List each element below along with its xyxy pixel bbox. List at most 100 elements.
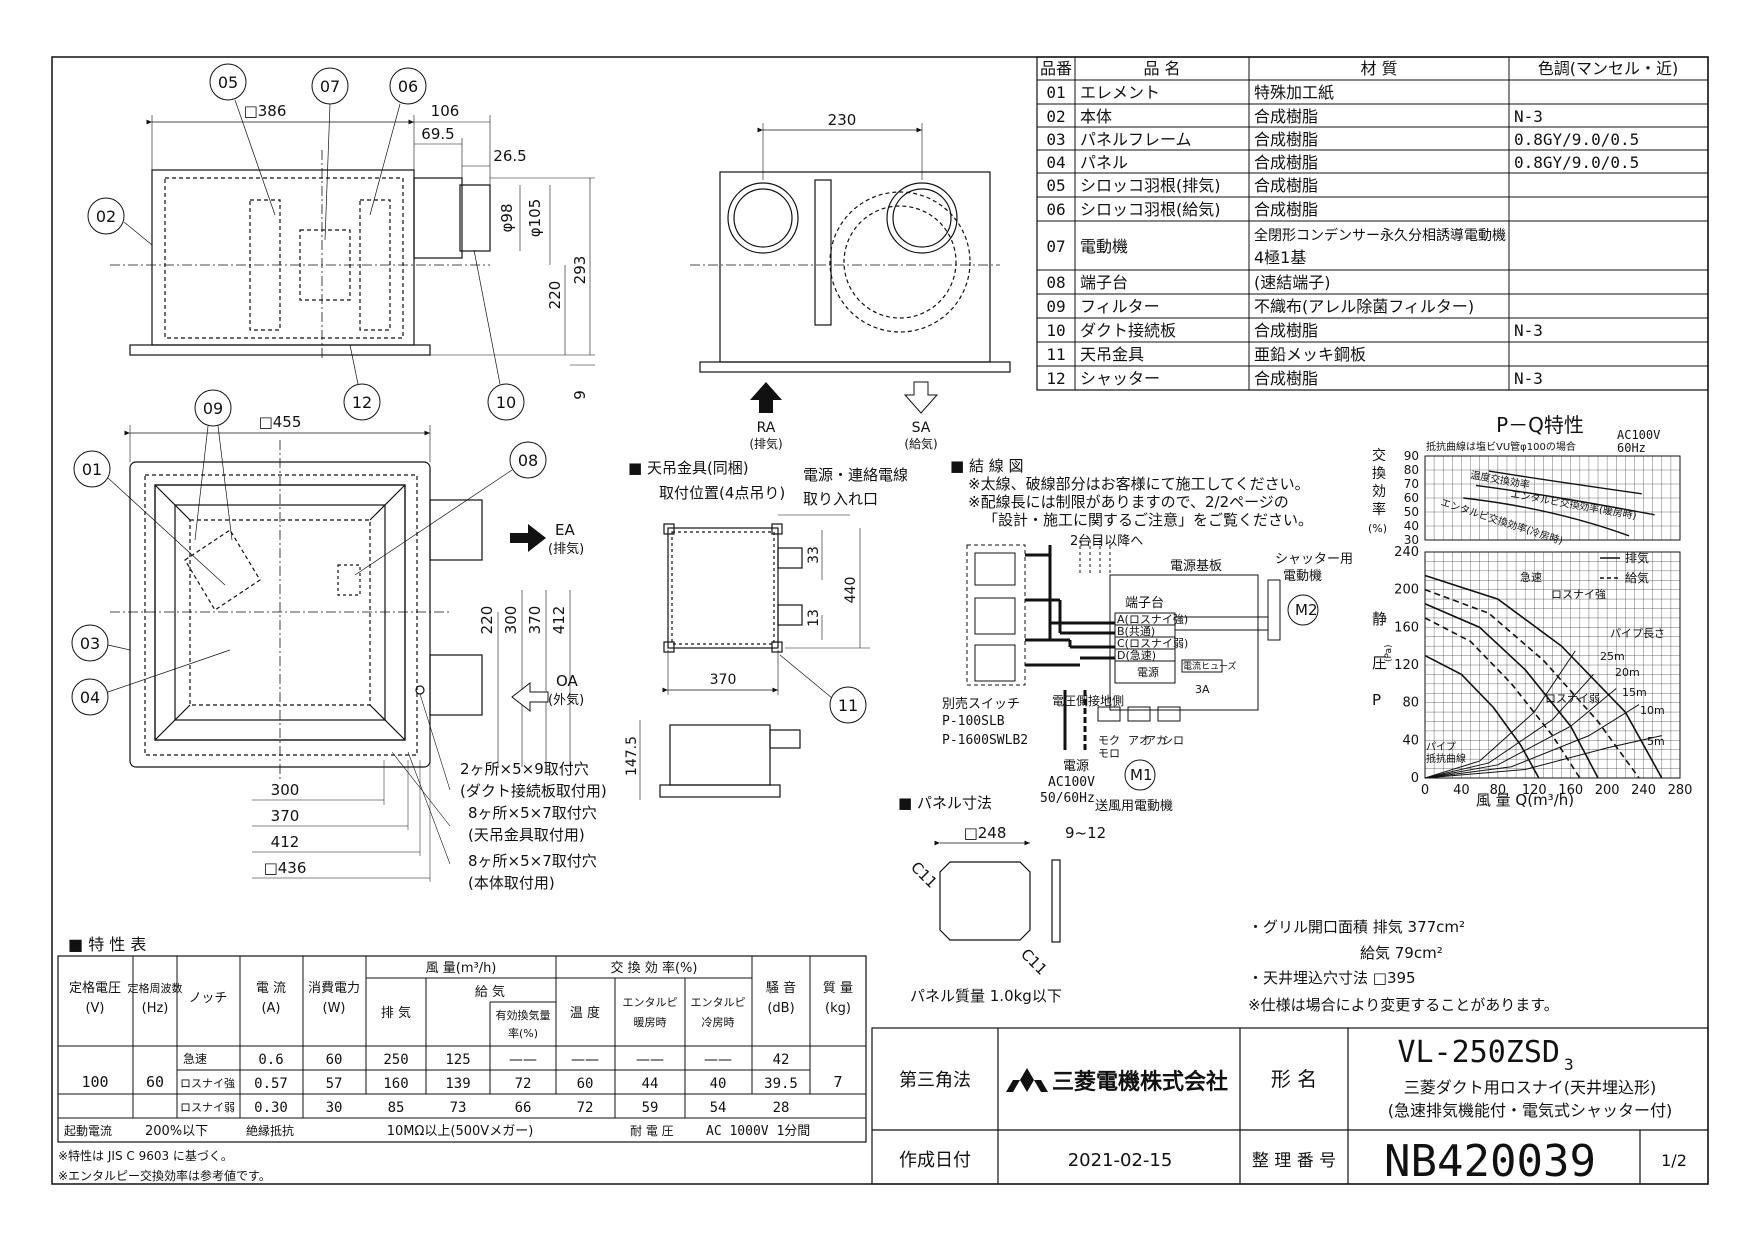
h-volt-u: (V) — [85, 1001, 104, 1016]
dim-9: 9 — [571, 390, 589, 400]
h-heat: 暖房時 — [634, 1016, 667, 1029]
hanger-sub: 取付位置(4点吊り) — [659, 484, 785, 502]
power-note-1: 電源・連絡電線 — [803, 466, 908, 484]
dim-9-12: 9~12 — [1065, 824, 1106, 842]
eff-label-3: 効 — [1372, 484, 1386, 500]
term-a: A(ロスナイ強) — [1117, 613, 1188, 626]
dim-v370: 370 — [526, 606, 544, 635]
part-no: 05 — [1046, 176, 1065, 195]
part-material: 合成樹脂 — [1254, 153, 1318, 172]
ceiling-note: ・天井埋込穴寸法 □395 — [1248, 969, 1416, 987]
svg-text:ロスナイ強: ロスナイ強 — [180, 1077, 235, 1090]
h-notch: ノッチ — [189, 991, 228, 1006]
dim-phi105: φ105 — [526, 199, 544, 238]
h-sup: 給 気 — [475, 984, 505, 1000]
projection: 第三角法 — [899, 1070, 971, 1091]
part-color: N-3 — [1514, 107, 1543, 126]
dim-230: 230 — [828, 111, 857, 129]
pq-y-tick-label: 200 — [1394, 583, 1419, 598]
dim-106: 106 — [431, 102, 460, 120]
supply-label: 電源 — [1063, 759, 1089, 774]
svg-text:11: 11 — [838, 696, 858, 715]
spec-note-2: ※エンタルピー交換効率は参考値です。 — [58, 1168, 271, 1183]
spec-title: ■ 特 性 表 — [68, 935, 146, 954]
svg-text:12: 12 — [352, 393, 372, 412]
sa-sub: (給気) — [904, 436, 937, 451]
svg-text:05: 05 — [218, 73, 238, 92]
doc-number: NB420039 — [1384, 1136, 1596, 1187]
ins-res: 絶縁抵抗 — [246, 1123, 294, 1138]
svg-text:60: 60 — [577, 1076, 594, 1092]
pq-y-tick-label: 160 — [1394, 620, 1419, 635]
svg-text:59: 59 — [642, 1100, 659, 1116]
ra-arrow: RA (排気) — [749, 382, 783, 451]
switch-1: P-100SLB — [942, 714, 1005, 729]
pq-series-line — [1424, 617, 1581, 779]
part-material: 合成樹脂 — [1254, 321, 1318, 340]
spec-freq: 60 — [146, 1073, 164, 1091]
part-material: 不織布(アレル除菌フィルター) — [1254, 297, 1474, 316]
part-material: 合成樹脂 — [1254, 130, 1318, 149]
sp-label-1: 静 — [1372, 610, 1387, 628]
date-label: 作成日付 — [899, 1150, 971, 1171]
term-c: C(ロスナイ弱) — [1117, 637, 1188, 650]
pq-grid — [1424, 551, 1681, 779]
spec-row-weak: ロスナイ弱 0.30 30 85 73 66 72 59 54 28 — [180, 1100, 789, 1116]
part-material: 合成樹脂 — [1254, 369, 1318, 388]
part-material: 合成樹脂 — [1254, 200, 1318, 219]
grill-note-2: 給気 79cm² — [1360, 944, 1443, 962]
dim-440: 440 — [843, 577, 859, 604]
dim-26-5: 26.5 — [493, 147, 526, 165]
motor-name: 送風用電動機 — [1095, 799, 1173, 814]
m1-label: M1 — [1130, 766, 1153, 784]
svg-text:54: 54 — [710, 1100, 727, 1116]
h-eff-air-2: 率(%) — [508, 1026, 538, 1040]
voltage-side: 電圧側 — [1052, 694, 1088, 708]
eff-curve-2: エンタルピ交換効率(暖房時) — [1509, 487, 1637, 522]
svg-text:02: 02 — [96, 207, 116, 226]
part-name: エレメント — [1080, 83, 1160, 102]
pipe-title: パイプ長さ — [1610, 627, 1665, 640]
pipe-5: 5m — [1647, 735, 1665, 748]
part-name: 端子台 — [1080, 273, 1128, 292]
hanger-dims: 33 440 13 370 147.5 — [624, 546, 859, 776]
wiring-note-2: ※配線長には制限がありますので、2/2ページの — [968, 493, 1289, 511]
motor-l3: アオ — [1128, 734, 1150, 747]
oa-sub: (外気) — [548, 692, 584, 708]
callout-09: 09 — [194, 389, 233, 541]
svg-text:160: 160 — [383, 1076, 408, 1092]
wiring-title: ■ 結 線 図 — [950, 457, 1023, 475]
part-name: ダクト接続板 — [1080, 321, 1176, 340]
svg-text:06: 06 — [398, 77, 418, 96]
hole-note-5: 8ヶ所×5×7取付穴 — [468, 852, 597, 870]
part-no: 02 — [1046, 107, 1065, 126]
panel-mass: パネル質量 1.0kg以下 — [910, 987, 1062, 1005]
hole-note-4: (天吊金具取付用) — [468, 826, 585, 844]
change-note: ※仕様は場合により変更することがあります。 — [1248, 996, 1559, 1014]
part-name: 本体 — [1080, 107, 1112, 126]
dim-h436: □436 — [264, 859, 307, 877]
svg-text:250: 250 — [383, 1052, 408, 1068]
svg-text:10: 10 — [496, 393, 516, 412]
supply-v: AC100V — [1048, 775, 1095, 790]
panel-view — [934, 840, 1061, 943]
dim-386: □386 — [244, 102, 287, 120]
eff-curve-line — [1463, 497, 1630, 537]
h-cool: 冷房時 — [702, 1016, 735, 1029]
oa-arrow: OA (外気) — [511, 672, 584, 713]
part-no: 11 — [1046, 345, 1065, 364]
h-noise-u: (dB) — [767, 1001, 794, 1016]
svg-text:——: —— — [571, 1052, 599, 1068]
ground-side: 接地側 — [1088, 693, 1124, 708]
pq-series-line — [1424, 654, 1540, 779]
h-ent-heat: エンタルピ — [623, 996, 678, 1009]
svg-text:125: 125 — [445, 1052, 470, 1068]
part-name: シロッコ羽根(排気) — [1080, 176, 1221, 195]
h-xeff: 交 換 効 率(%) — [611, 960, 698, 976]
supply-hz: 50/60Hz — [1040, 791, 1095, 806]
svg-text:08: 08 — [518, 451, 538, 470]
oa-label: OA — [556, 672, 579, 690]
spec-volt: 100 — [81, 1073, 108, 1091]
